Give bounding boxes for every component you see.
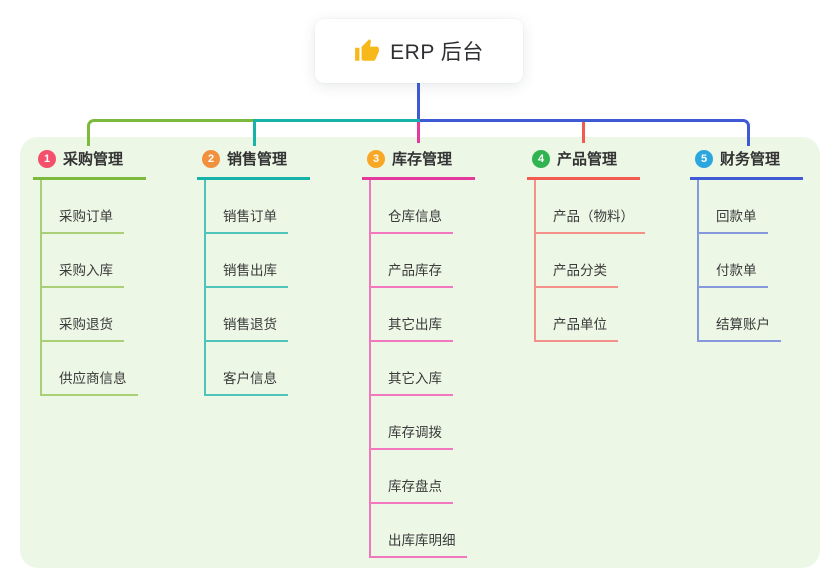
thumbs-up-icon xyxy=(354,38,380,64)
node-row: 产品库存 xyxy=(371,234,475,288)
branch-label: 财务管理 xyxy=(720,151,781,168)
branch-purchase: 1 采购管理 采购订单 采购入库 采购退货 供应商信息 xyxy=(33,148,146,396)
node-row: 回款单 xyxy=(699,180,803,234)
node-product-category[interactable]: 产品分类 xyxy=(536,259,618,288)
node-stock-transfer[interactable]: 库存调拨 xyxy=(371,421,453,450)
node-warehouse-info[interactable]: 仓库信息 xyxy=(371,205,453,234)
branch-inventory-children: 仓库信息 产品库存 其它出库 其它入库 库存调拨 库存盘点 出库库明细 xyxy=(369,180,475,558)
branch-product: 4 产品管理 产品（物料） 产品分类 产品单位 xyxy=(527,148,645,342)
root-connector-line xyxy=(417,83,420,120)
node-row: 销售订单 xyxy=(206,180,310,234)
node-other-outbound[interactable]: 其它出库 xyxy=(371,313,453,342)
branch-finance-header[interactable]: 5 财务管理 xyxy=(690,148,803,180)
branch-label: 库存管理 xyxy=(392,151,453,168)
node-row: 库存盘点 xyxy=(371,450,475,504)
node-product-stock[interactable]: 产品库存 xyxy=(371,259,453,288)
connector-product xyxy=(582,122,585,143)
node-row: 产品（物料） xyxy=(536,180,645,234)
node-row: 采购退货 xyxy=(42,288,146,342)
node-purchase-return[interactable]: 采购退货 xyxy=(42,313,124,342)
branch-sales-children: 销售订单 销售出库 销售退货 客户信息 xyxy=(204,180,310,396)
node-outbound-detail[interactable]: 出库库明细 xyxy=(371,529,467,558)
node-row: 采购订单 xyxy=(42,180,146,234)
node-row: 其它入库 xyxy=(371,342,475,396)
node-row: 产品分类 xyxy=(536,234,645,288)
root-title: ERP 后台 xyxy=(390,41,484,64)
node-sales-outbound[interactable]: 销售出库 xyxy=(206,259,288,288)
node-receipt-bill[interactable]: 回款单 xyxy=(699,205,768,234)
node-row: 客户信息 xyxy=(206,342,310,396)
node-row: 其它出库 xyxy=(371,288,475,342)
branch-number-badge: 3 xyxy=(367,149,385,168)
branch-number-badge: 1 xyxy=(38,149,56,168)
node-row: 销售退货 xyxy=(206,288,310,342)
branch-number-badge: 2 xyxy=(202,149,220,168)
connector-sales xyxy=(253,119,423,146)
node-supplier-info[interactable]: 供应商信息 xyxy=(42,367,138,396)
branch-product-header[interactable]: 4 产品管理 xyxy=(527,148,640,180)
node-row: 出库库明细 xyxy=(371,504,475,558)
node-customer-info[interactable]: 客户信息 xyxy=(206,367,288,396)
branches-background-panel xyxy=(20,137,820,568)
branch-product-children: 产品（物料） 产品分类 产品单位 xyxy=(534,180,645,342)
connector-purchase xyxy=(87,119,256,146)
branch-number-badge: 4 xyxy=(532,149,550,168)
node-payment-bill[interactable]: 付款单 xyxy=(699,259,768,288)
node-stock-taking[interactable]: 库存盘点 xyxy=(371,475,453,504)
node-product-material[interactable]: 产品（物料） xyxy=(536,205,645,234)
node-row: 仓库信息 xyxy=(371,180,475,234)
node-row: 库存调拨 xyxy=(371,396,475,450)
node-purchase-order[interactable]: 采购订单 xyxy=(42,205,124,234)
connector-finance xyxy=(420,119,750,146)
node-row: 产品单位 xyxy=(536,288,645,342)
branch-inventory-header[interactable]: 3 库存管理 xyxy=(362,148,475,180)
root-node[interactable]: ERP 后台 xyxy=(315,19,523,83)
node-row: 供应商信息 xyxy=(42,342,146,396)
node-sales-return[interactable]: 销售退货 xyxy=(206,313,288,342)
branch-label: 产品管理 xyxy=(557,151,618,168)
branch-finance-children: 回款单 付款单 结算账户 xyxy=(697,180,803,342)
branch-sales: 2 销售管理 销售订单 销售出库 销售退货 客户信息 xyxy=(197,148,310,396)
branch-inventory: 3 库存管理 仓库信息 产品库存 其它出库 其它入库 库存调拨 库存盘点 出库库… xyxy=(362,148,475,558)
branch-number-badge: 5 xyxy=(695,149,713,168)
node-other-inbound[interactable]: 其它入库 xyxy=(371,367,453,396)
node-row: 采购入库 xyxy=(42,234,146,288)
branch-label: 采购管理 xyxy=(63,151,124,168)
branch-finance: 5 财务管理 回款单 付款单 结算账户 xyxy=(690,148,803,342)
node-purchase-inbound[interactable]: 采购入库 xyxy=(42,259,124,288)
node-settlement-account[interactable]: 结算账户 xyxy=(699,313,781,342)
branch-purchase-header[interactable]: 1 采购管理 xyxy=(33,148,146,180)
connector-inventory xyxy=(417,122,420,143)
node-row: 销售出库 xyxy=(206,234,310,288)
branch-sales-header[interactable]: 2 销售管理 xyxy=(197,148,310,180)
node-row: 结算账户 xyxy=(699,288,803,342)
node-row: 付款单 xyxy=(699,234,803,288)
node-sales-order[interactable]: 销售订单 xyxy=(206,205,288,234)
branch-purchase-children: 采购订单 采购入库 采购退货 供应商信息 xyxy=(40,180,146,396)
branch-label: 销售管理 xyxy=(227,151,288,168)
node-product-unit[interactable]: 产品单位 xyxy=(536,313,618,342)
